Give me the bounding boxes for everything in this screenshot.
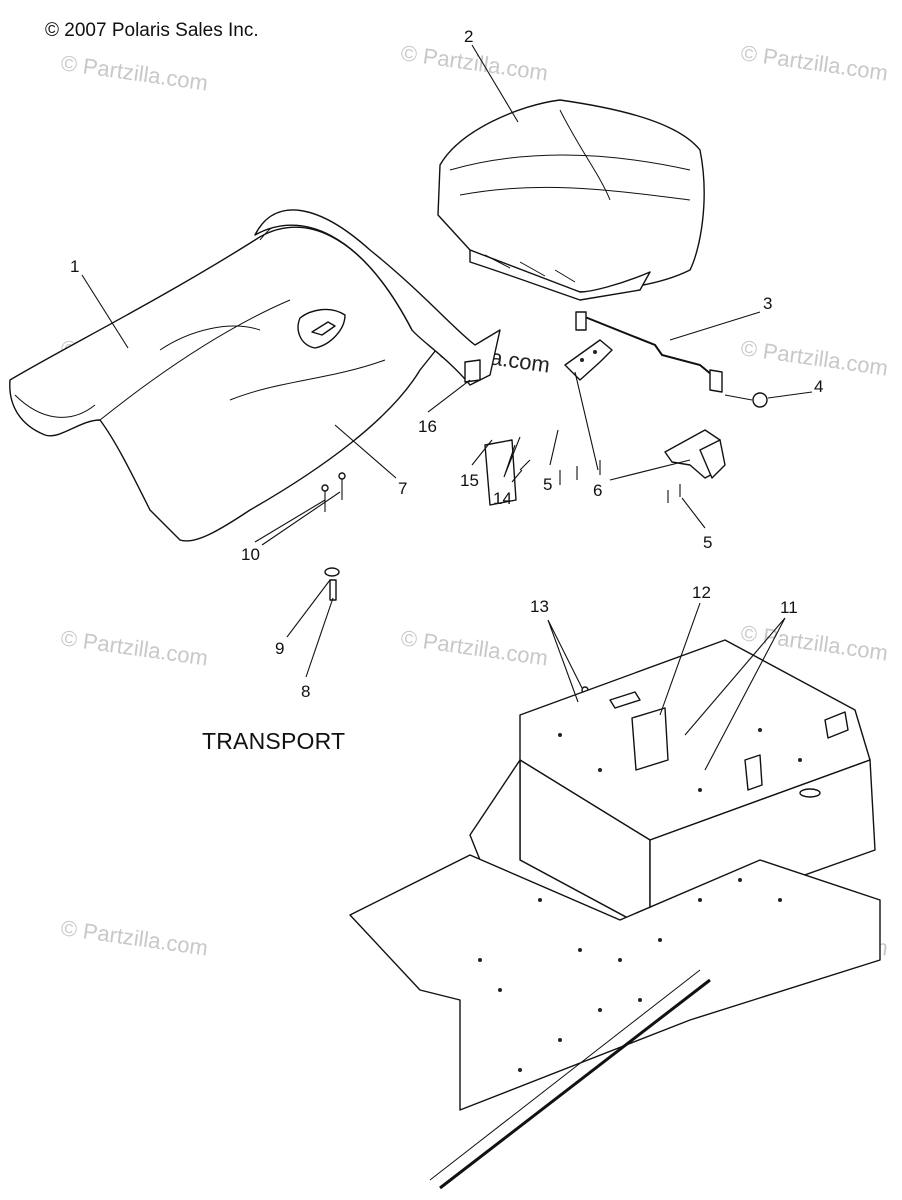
callout-15: 15 — [460, 471, 479, 490]
callout-labels: 1 2 3 4 5 5 6 7 8 9 10 11 12 13 14 15 16 — [70, 27, 823, 701]
watermark-text: © Partzilla.com — [399, 40, 549, 85]
part-bracket — [664, 429, 726, 479]
callout-13: 13 — [530, 597, 549, 616]
watermark-text: © Partzilla.com — [59, 915, 209, 960]
part-bracket — [564, 339, 613, 381]
callout-5: 5 — [543, 475, 552, 494]
callout-6: 6 — [593, 481, 602, 500]
callout-11: 11 — [780, 598, 798, 617]
watermark-text: © Partzilla.com — [59, 625, 209, 670]
watermark-text: © Partzilla.com — [59, 50, 209, 95]
callout-8: 8 — [301, 682, 310, 701]
copyright-notice: © 2007 Polaris Sales Inc. — [45, 20, 259, 41]
callout-3: 3 — [763, 294, 772, 313]
callout-9: 9 — [275, 639, 284, 658]
leader-lines — [81, 44, 813, 771]
part-knob — [752, 392, 768, 408]
part-seat-main — [9, 209, 501, 542]
callout-10: 10 — [241, 545, 260, 564]
watermark-text: © Partzilla.com — [399, 625, 549, 670]
callout-4: 4 — [814, 377, 823, 396]
section-label-transport: TRANSPORT — [202, 728, 346, 754]
callout-14: 14 — [493, 489, 512, 508]
callout-2: 2 — [464, 27, 473, 46]
callout-1: 1 — [70, 257, 79, 276]
watermark-text: © Partzilla.com — [739, 335, 889, 380]
callout-12: 12 — [692, 583, 711, 602]
callout-16: 16 — [418, 417, 437, 436]
part-rod — [575, 311, 723, 393]
watermark-text: © Partzilla.com — [739, 620, 889, 665]
callout-5: 5 — [703, 533, 712, 552]
part-plate — [484, 439, 517, 506]
part-transport-frame — [349, 639, 881, 1190]
watermark-text: © Partzilla.com — [739, 40, 889, 85]
part-seat-cushion — [437, 99, 705, 301]
callout-7: 7 — [398, 479, 407, 498]
